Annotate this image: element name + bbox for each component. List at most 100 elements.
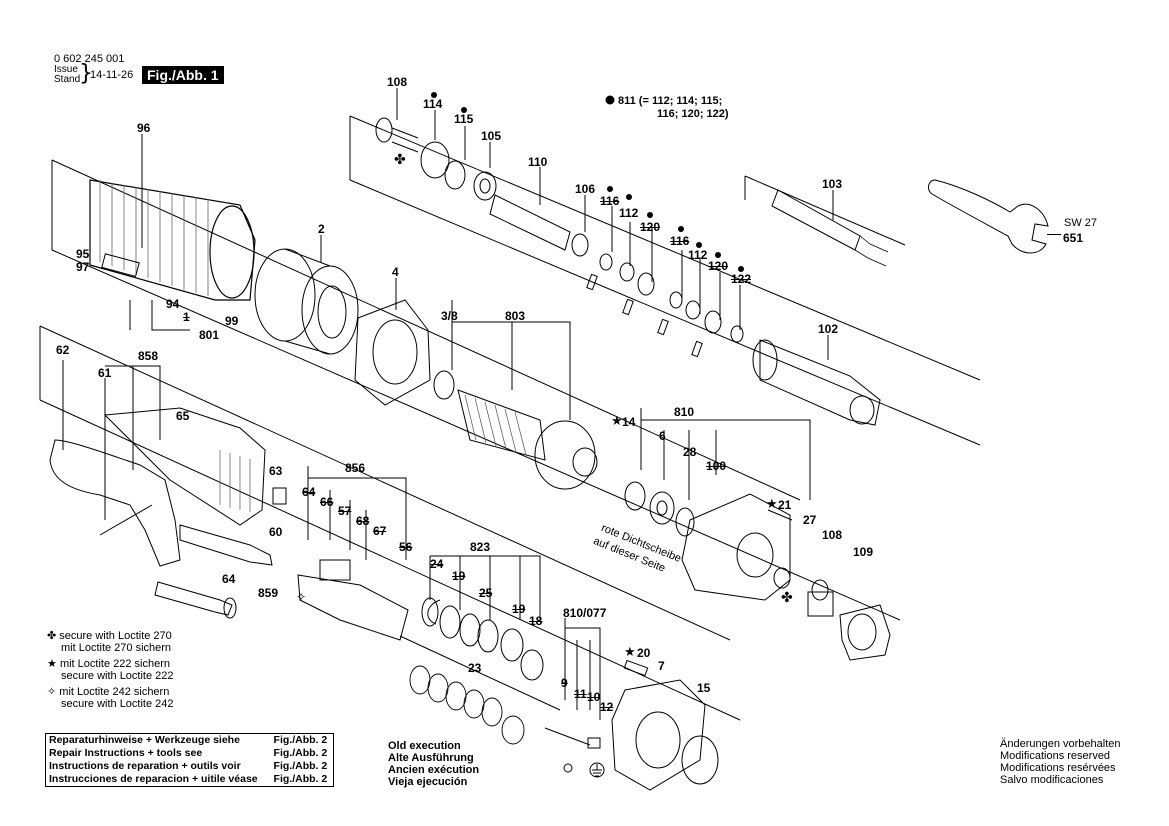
- part-label-19-a: 19: [452, 569, 466, 583]
- modifications-note: Änderungen vorbehalten Modifications res…: [1000, 738, 1120, 786]
- part-number: 0 602 245 001: [54, 53, 125, 65]
- clover-icon: ✤: [781, 590, 793, 606]
- part-label-105: 105: [481, 129, 502, 143]
- part-label-112-a: 112: [619, 206, 639, 220]
- part-label-106: 106: [575, 182, 596, 196]
- part-label-60: 60: [269, 525, 283, 539]
- figure-badge: Fig./Abb. 1: [142, 66, 224, 84]
- old-execution-de: Alte Ausführung: [388, 752, 474, 764]
- part-label-61: 61: [98, 366, 112, 380]
- part-label-94: 94: [166, 297, 180, 311]
- clover-icon: ✤: [394, 152, 406, 168]
- old-execution-es: Vieja ejecución: [388, 776, 468, 788]
- part-label-28: 28: [683, 445, 697, 459]
- part-label-108-b: 108: [822, 528, 843, 542]
- part-label-810-077: 810/077: [563, 606, 607, 620]
- part-label-114: 114: [423, 97, 443, 111]
- part-label-14: 14: [622, 415, 636, 429]
- part-label-64-b: 64: [222, 572, 236, 586]
- star-icon: ★: [624, 645, 636, 660]
- part-label-115: 115: [454, 112, 474, 126]
- wrench-size: SW 27: [1064, 217, 1098, 229]
- part-label-6: 6: [659, 429, 666, 443]
- part-label-96: 96: [137, 121, 151, 135]
- part-label-62: 62: [56, 343, 70, 357]
- legend-hollow-2: secure with Loctite 242: [61, 698, 174, 710]
- part-label-11: 11: [574, 687, 587, 701]
- legend-clover-2: mit Loctite 270 sichern: [61, 642, 172, 654]
- part-label-56: 56: [399, 540, 413, 554]
- repair-ref: Fig./Abb. 2: [273, 773, 328, 785]
- loctite-legend: ✤ secure with Loctite 270 mit Loctite 27…: [47, 629, 174, 711]
- part-label-110: 110: [528, 155, 548, 169]
- part-label-66: 66: [320, 495, 334, 509]
- legend-hollow-1: mit Loctite 242 sichern: [59, 686, 170, 698]
- old-execution-note: Old execution Alte Ausführung Ancien exé…: [388, 740, 479, 788]
- part-label-21: 21: [778, 498, 792, 512]
- legend-hollow-row: ✧ mit Loctite 242 sichern: [47, 685, 174, 699]
- set-811-line1: 811 (= 112; 114; 115;: [618, 95, 723, 107]
- part-label-100: 100: [706, 459, 727, 473]
- footer-note-es: Salvo modificaciones: [1000, 774, 1104, 786]
- part-label-27: 27: [803, 513, 817, 527]
- part-label-23: 23: [468, 661, 482, 675]
- legend-clover-row: ✤ secure with Loctite 270: [47, 629, 174, 643]
- repair-text: Instructions de reparation + outils voir: [49, 760, 241, 772]
- part-label-65: 65: [176, 409, 190, 423]
- part-label-856: 856: [345, 461, 366, 475]
- hollow-star-icon: ✧: [296, 590, 307, 604]
- part-label-10: 10: [587, 690, 601, 704]
- part-label-116-a: 116: [600, 194, 620, 208]
- part-label-803: 803: [505, 309, 526, 323]
- part-label-63: 63: [269, 464, 283, 478]
- brace-glyph: }: [79, 61, 93, 86]
- part-label-24: 24: [430, 557, 444, 571]
- part-label-15: 15: [697, 681, 711, 695]
- table-row: Instructions de reparation + outils voir…: [46, 760, 334, 773]
- part-label-2: 2: [318, 222, 325, 236]
- part-label-95: 95: [76, 247, 90, 261]
- repair-instructions-table: Reparaturhinweise + Werkzeuge siehe Fig.…: [45, 733, 334, 787]
- issue-stand-block: Issue Stand: [54, 65, 80, 85]
- part-label-810: 810: [674, 405, 695, 419]
- part-label-122: 122: [731, 272, 752, 286]
- part-label-97: 97: [76, 260, 90, 274]
- part-label-9: 9: [561, 676, 568, 690]
- old-execution-en: Old execution: [388, 740, 461, 752]
- legend-clover-1: secure with Loctite 270: [59, 630, 172, 642]
- star-icon: ★: [766, 497, 778, 512]
- part-label-120-a: 120: [640, 220, 661, 234]
- part-label-20: 20: [637, 646, 651, 660]
- legend-star-2: secure with Loctite 222: [61, 670, 174, 682]
- legend-star-1: mit Loctite 222 sichern: [59, 658, 170, 670]
- hollow-star-icon: ✧: [47, 685, 57, 698]
- issue-label: Issue: [54, 64, 78, 75]
- part-label-112-b: 112: [688, 248, 708, 262]
- part-label-858: 858: [138, 349, 159, 363]
- set-811-line2: 116; 120; 122): [657, 108, 729, 120]
- part-label-64-a: 64: [302, 485, 316, 499]
- part-label-103: 103: [822, 177, 843, 191]
- part-label-823: 823: [470, 540, 491, 554]
- part-label-68: 68: [356, 514, 370, 528]
- table-row: Instrucciones de reparacion + uitile véa…: [46, 773, 334, 787]
- part-label-4: 4: [392, 265, 399, 279]
- part-label-19-b: 19: [512, 602, 526, 616]
- part-label-7: 7: [658, 659, 665, 673]
- part-label-801: 801: [199, 328, 220, 342]
- part-label-102: 102: [818, 322, 839, 336]
- repair-ref: Fig./Abb. 2: [273, 760, 328, 772]
- part-label-108: 108: [387, 75, 408, 89]
- issue-date: 14-11-26: [90, 69, 134, 81]
- stand-label: Stand: [54, 74, 81, 85]
- star-icon: ★: [47, 657, 57, 670]
- part-label-3-8: 3/8: [441, 309, 458, 323]
- legend-star-row: ★ mit Loctite 222 sichern: [47, 657, 174, 671]
- part-label-25: 25: [479, 586, 493, 600]
- clover-icon: ✤: [47, 629, 57, 642]
- part-label-120-b: 120: [708, 259, 729, 273]
- part-label-109: 109: [853, 545, 874, 559]
- repair-ref: Fig./Abb. 2: [273, 747, 328, 759]
- table-row: Repair Instructions + tools see Fig./Abb…: [46, 747, 334, 760]
- part-label-859: 859: [258, 586, 279, 600]
